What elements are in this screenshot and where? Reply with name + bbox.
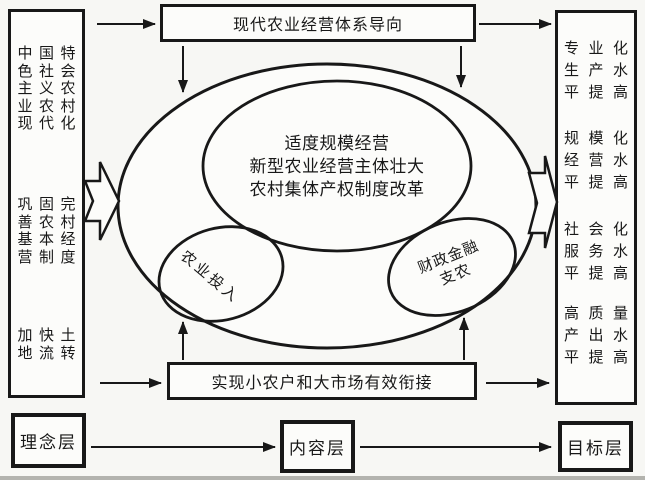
right-box-group-1: 专业化 生产水 平提高 <box>558 38 634 104</box>
left-box-group-1: 中国特 色社会 主义农 业农村 现代化 <box>11 45 82 133</box>
left-box-line: 中国特 <box>17 45 76 62</box>
right-box-line: 服务水 <box>564 243 628 260</box>
left-box-line: 营制度 <box>17 248 76 266</box>
layer-label-content: 内容层 <box>289 439 346 458</box>
left-box-line: 善农村 <box>17 213 76 231</box>
block-arrow-right <box>527 155 559 249</box>
right-box-line: 经营水 <box>564 152 628 169</box>
page-edge-strip <box>0 476 645 480</box>
fiscal-finance-ellipse <box>387 217 517 317</box>
right-box-line: 平提高 <box>564 265 628 282</box>
left-box-line: 现代化 <box>17 115 76 132</box>
right-box-line: 平提高 <box>564 84 628 101</box>
inner-ellipse <box>201 79 473 253</box>
center-line-2: 新型农业经营主体壮大 <box>249 157 425 176</box>
block-arrow-left <box>83 161 121 241</box>
layer-box-concept: 理念层 <box>11 413 86 468</box>
right-box-group-3: 社会化 服务水 平提高 <box>558 219 634 285</box>
agricultural-input-ellipse <box>157 225 285 323</box>
bottom-connection-box: 实现小农户和大市场有效衔接 <box>167 362 477 400</box>
right-box-line: 高质量 <box>564 305 628 322</box>
right-box-line: 平提高 <box>564 174 628 191</box>
left-box-line: 主义农 <box>17 80 76 97</box>
right-box-line: 规模化 <box>564 130 628 147</box>
left-concept-box: 中国特 色社会 主义农 业农村 现代化 巩固完 善农村 基本经 营制度 加快土 … <box>8 9 85 398</box>
layer-label-goal: 目标层 <box>567 439 624 458</box>
top-orientation-box: 现代农业经营体系导向 <box>160 4 476 42</box>
left-box-line: 加快土 <box>17 327 76 344</box>
right-box-line: 专业化 <box>564 40 628 57</box>
layer-box-goal: 目标层 <box>558 421 633 472</box>
right-box-line: 平提高 <box>564 349 628 366</box>
left-box-group-2: 巩固完 善农村 基本经 营制度 <box>11 196 82 266</box>
right-box-line: 生产水 <box>564 62 628 79</box>
left-box-line: 基本经 <box>17 231 76 248</box>
layer-box-content: 内容层 <box>280 420 355 473</box>
right-goal-box: 专业化 生产水 平提高 规模化 经营水 平提高 社会化 服务水 平提高 高质量 … <box>555 10 637 405</box>
center-line-1: 适度规模经营 <box>284 134 390 153</box>
right-box-group-4: 高质量 产出水 平提高 <box>558 303 634 369</box>
layer-label-concept: 理念层 <box>20 433 77 452</box>
right-box-line: 社会化 <box>564 221 628 238</box>
bottom-box-label: 实现小农户和大市场有效衔接 <box>211 375 433 392</box>
center-line-3: 农村集体产权制度改革 <box>249 180 425 199</box>
right-box-line: 产出水 <box>564 327 628 344</box>
left-box-line: 业农村 <box>17 97 76 115</box>
left-box-line: 巩固完 <box>17 196 76 213</box>
top-box-label: 现代农业经营体系导向 <box>232 17 403 34</box>
center-ellipse-text: 适度规模经营 新型农业经营主体壮大 农村集体产权制度改革 <box>212 132 462 201</box>
right-box-group-2: 规模化 经营水 平提高 <box>558 128 634 194</box>
left-box-group-3: 加快土 地流转 <box>11 327 82 362</box>
left-box-line: 地流转 <box>17 344 76 362</box>
left-box-line: 色社会 <box>17 62 76 80</box>
